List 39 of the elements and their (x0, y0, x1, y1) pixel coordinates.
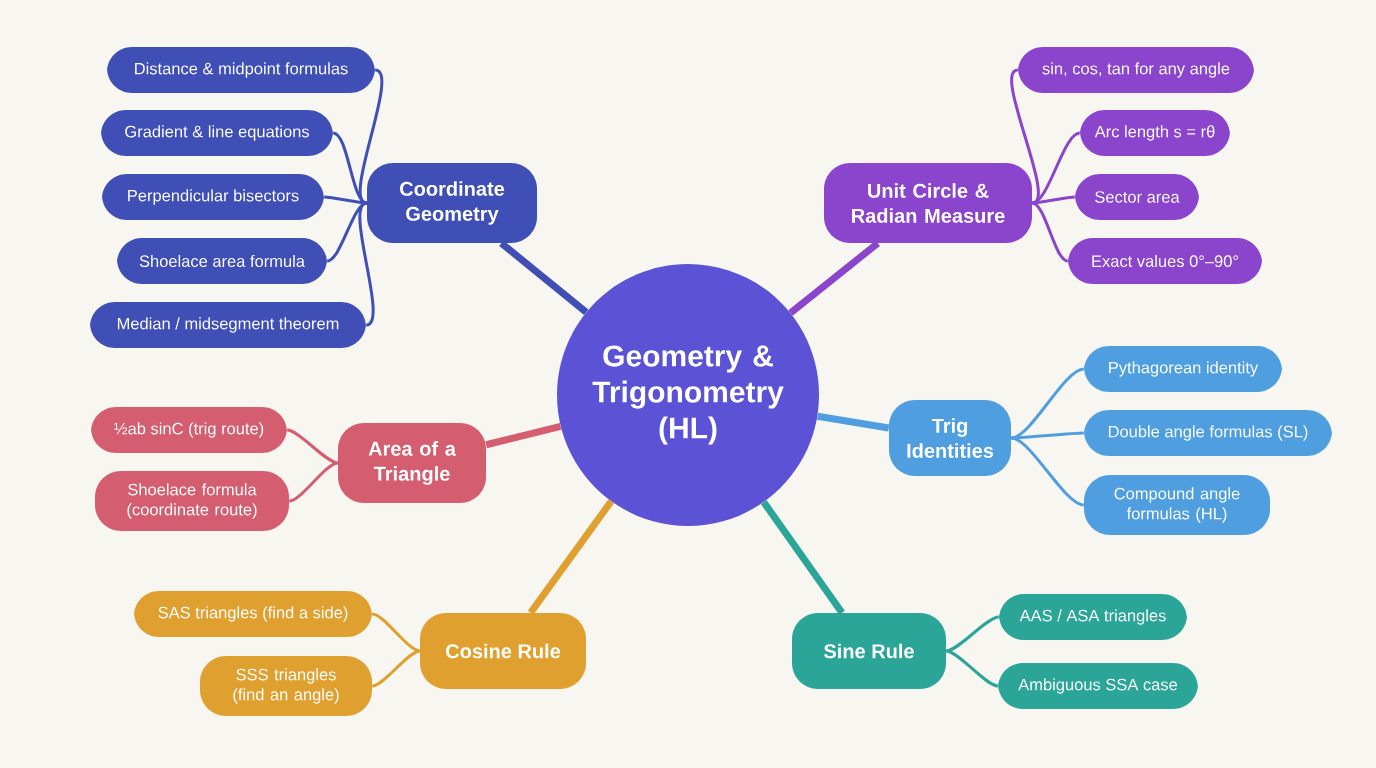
connector (371, 612, 421, 653)
connector (816, 412, 890, 432)
subtopic-box: Compound angle formulas (HL) (1084, 475, 1270, 535)
subtopic-box: ½ab sinC (trig route) (91, 407, 287, 453)
connector (945, 615, 1000, 653)
subtopic-box: Distance & midpoint formulas (107, 47, 375, 93)
subtopic-box: Pythagorean identity (1084, 346, 1282, 392)
subtopic-box: Perpendicular bisectors (102, 174, 324, 220)
subtopic-box: Exact values 0°–90° (1068, 238, 1262, 284)
connector (1011, 431, 1084, 440)
connector (1010, 436, 1085, 507)
branch-box: Cosine Rule (420, 613, 586, 689)
connector (286, 428, 339, 465)
subtopic-box: Shoelace area formula (117, 238, 327, 284)
connector (1031, 201, 1069, 263)
subtopic-box: sin, cos, tan for any angle (1018, 47, 1254, 93)
connector (324, 195, 367, 205)
branch-box: Trig Identities (889, 400, 1011, 476)
connector (288, 461, 339, 503)
connector (788, 240, 880, 316)
subtopic-box: SSS triangles (find an angle) (200, 656, 372, 716)
connector (485, 423, 562, 449)
subtopic-box: Gradient & line equations (101, 110, 333, 156)
subtopic-box: SAS triangles (find a side) (134, 591, 372, 637)
connector (358, 201, 375, 327)
subtopic-box: Double angle formulas (SL) (1084, 410, 1332, 456)
connector (371, 649, 421, 688)
connector (1032, 195, 1075, 205)
connector (527, 499, 614, 615)
branch-box: Coordinate Geometry (367, 163, 537, 243)
connector (945, 649, 999, 688)
connector (760, 500, 845, 615)
subtopic-box: Median / midsegment theorem (90, 302, 366, 348)
subtopic-box: Shoelace formula (coordinate route) (95, 471, 289, 531)
connector (499, 240, 589, 315)
branch-box: Sine Rule (792, 613, 946, 689)
branch-box: Area of a Triangle (338, 423, 486, 503)
branch-box: Unit Circle & Radian Measure (824, 163, 1032, 243)
subtopic-box: Ambiguous SSA case (998, 663, 1198, 709)
